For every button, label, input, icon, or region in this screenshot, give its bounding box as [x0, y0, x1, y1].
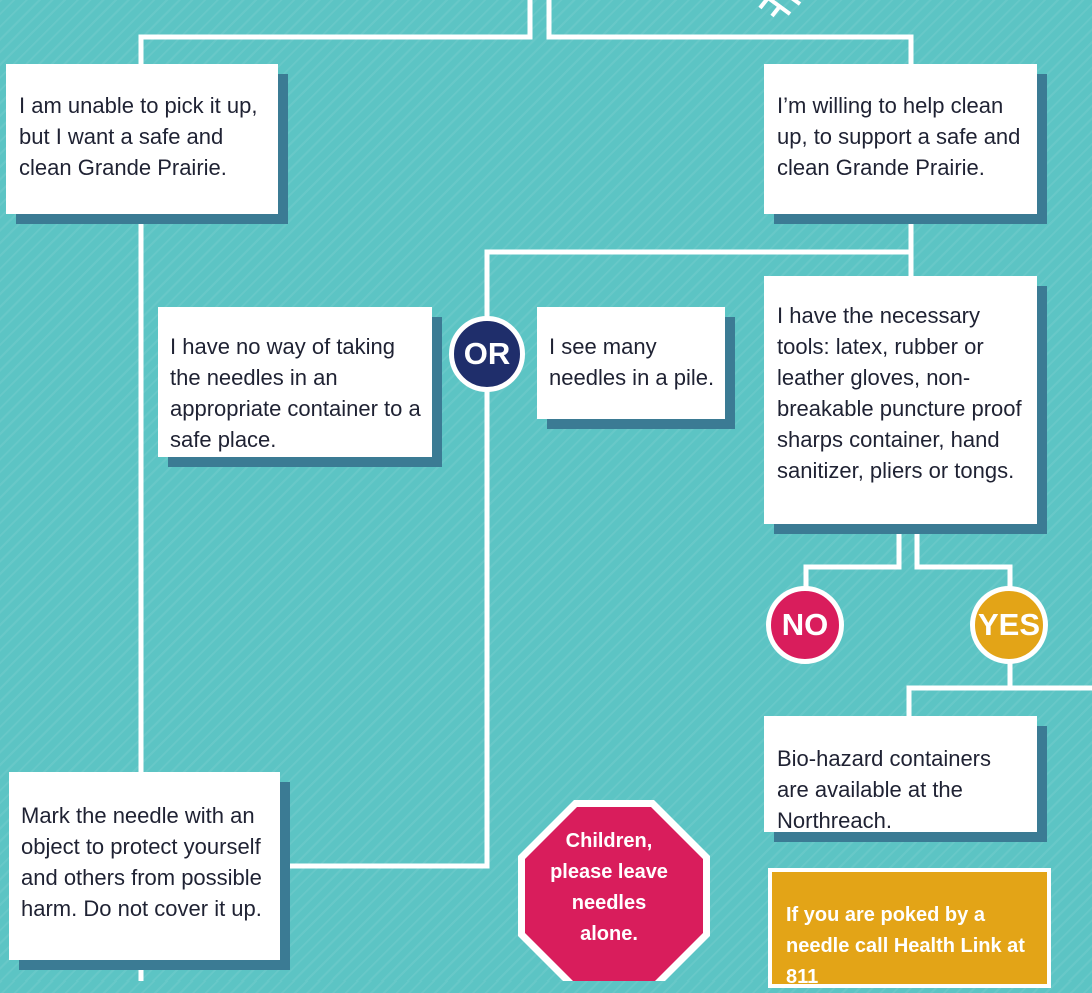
or-badge: OR — [449, 316, 525, 392]
biohazard-box: Bio-hazard containers are available at t… — [764, 716, 1037, 833]
unable-box: I am unable to pick it up, but I want a … — [6, 64, 278, 214]
tools-box: I have the necessary tools: latex, rubbe… — [764, 276, 1037, 524]
no-way-box: I have no way of taking the needles in a… — [158, 307, 432, 457]
connector-or-branch — [280, 214, 914, 869]
willing-box: I’m willing to help clean up, to support… — [764, 64, 1037, 214]
stop-sign-text: Children, please leave needles alone. — [550, 830, 668, 945]
many-needles-box: I see many needles in a pile. — [537, 307, 725, 419]
health-link-alert: If you are poked by a needle call Health… — [768, 868, 1051, 988]
no-badge: NO — [766, 586, 844, 664]
mark-needle-box: Mark the needle with an object to protec… — [9, 772, 280, 960]
connector-top-right — [546, 0, 914, 64]
connector-yes — [914, 524, 1013, 591]
yes-badge: YES — [970, 586, 1048, 664]
syringe-icon — [758, 0, 802, 18]
connector-top-left — [138, 0, 533, 64]
connector-no — [803, 524, 902, 591]
connector-biohazard — [906, 650, 1013, 716]
